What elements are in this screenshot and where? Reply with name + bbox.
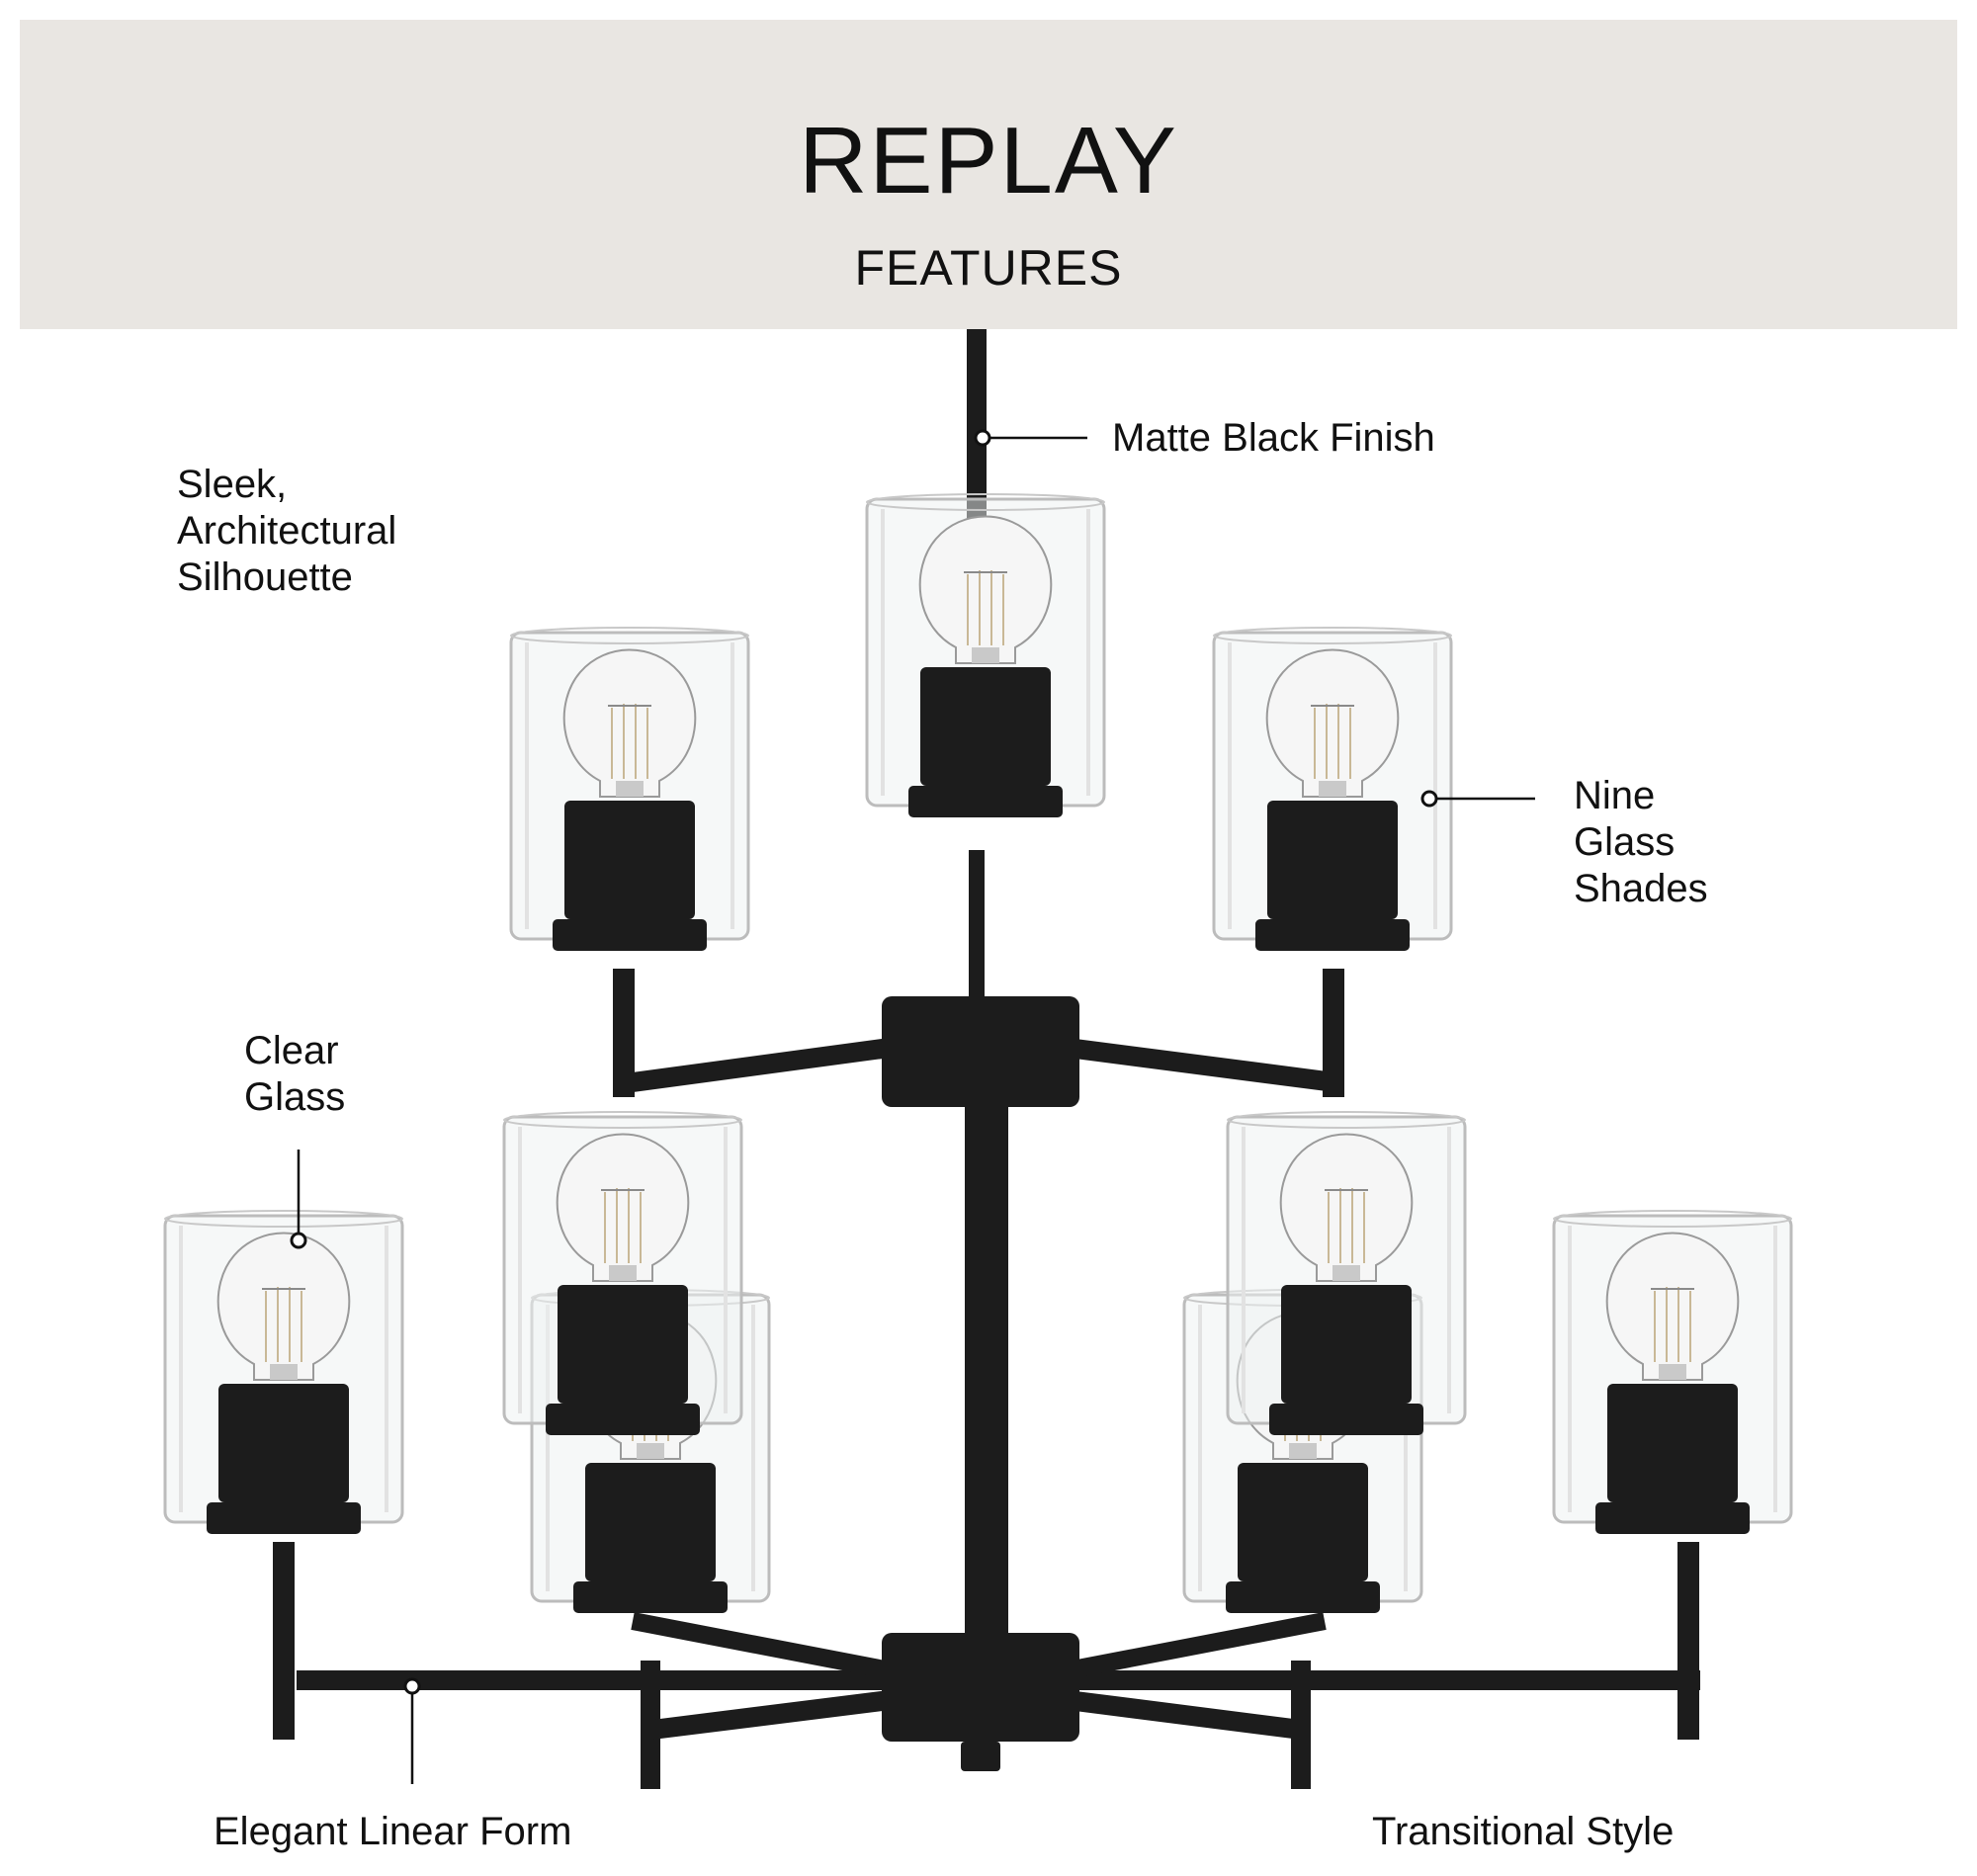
- callout-nine-glass-shades: Nine Glass Shades: [1574, 773, 1708, 912]
- callout-form-marker: [403, 1677, 421, 1784]
- callout-elegant-linear-form: Elegant Linear Form: [214, 1810, 572, 1853]
- header-banner: REPLAY FEATURES: [20, 20, 1957, 329]
- callout-shades-marker: [1420, 790, 1535, 808]
- callout-sleek-line-1: Sleek,: [177, 463, 288, 506]
- callout-sleek-silhouette: Sleek, Architectural Silhouette: [177, 462, 396, 601]
- product-title: REPLAY: [799, 108, 1178, 213]
- callout-clear-glass: Clear Glass: [244, 1028, 345, 1121]
- callout-nine-line-3: Shades: [1574, 867, 1708, 910]
- callout-finish-marker: [974, 429, 1087, 447]
- callout-glass-marker: [290, 1150, 307, 1249]
- callout-matte-black-finish: Matte Black Finish: [1112, 416, 1435, 460]
- callout-nine-line-2: Glass: [1574, 820, 1676, 864]
- features-subtitle: FEATURES: [854, 240, 1123, 296]
- callout-transitional-style: Transitional Style: [1372, 1810, 1675, 1853]
- callout-clear-line-2: Glass: [244, 1075, 346, 1119]
- callout-sleek-line-2: Architectural: [177, 509, 397, 553]
- callout-nine-line-1: Nine: [1574, 774, 1656, 817]
- callout-sleek-line-3: Silhouette: [177, 555, 353, 599]
- callout-clear-line-1: Clear: [244, 1029, 339, 1072]
